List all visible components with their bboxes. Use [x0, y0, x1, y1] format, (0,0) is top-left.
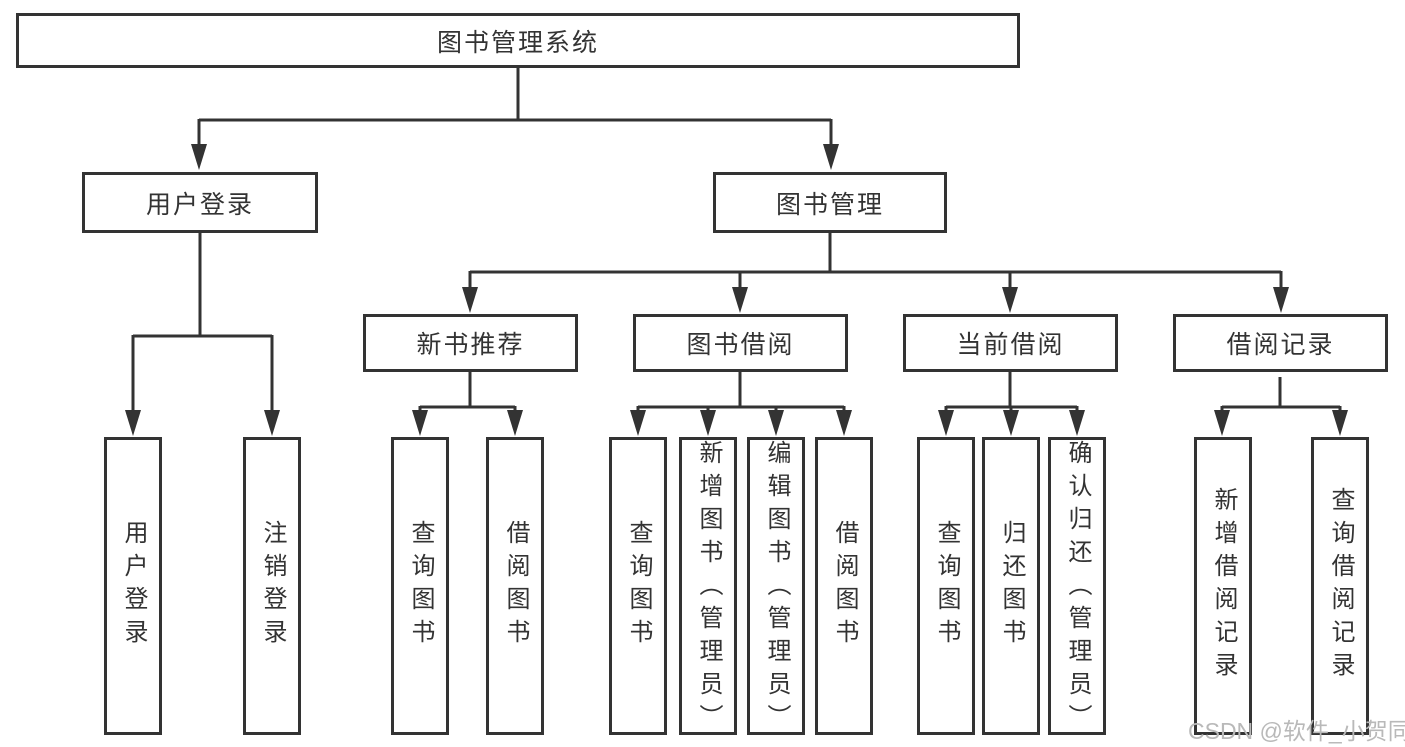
leaf-confirm-return-admin: 确认归还（管理员） — [1048, 437, 1106, 737]
leaf-edit-books-admin: 编辑图书（管理员） — [747, 437, 805, 737]
node-label: 查询图书 — [625, 520, 652, 652]
node-label: 查询图书 — [407, 520, 434, 652]
node-label: 借阅图书 — [831, 520, 858, 652]
node-book-borrowing: 图书借阅 — [633, 314, 848, 372]
leaf-user-login: 用户登录 — [104, 437, 162, 735]
leaf-query-books-borrowing: 查询图书 — [609, 437, 667, 735]
node-user-login: 用户登录 — [82, 172, 318, 233]
leaf-add-borrow-record: 新增借阅记录 — [1194, 437, 1252, 735]
node-label: 确认归还（管理员） — [1064, 440, 1091, 737]
node-label: 编辑图书（管理员） — [763, 440, 790, 737]
csdn-watermark: CSDN @软件_小贺同学 — [1188, 718, 1405, 744]
node-label: 借阅图书 — [502, 520, 529, 652]
leaf-borrow-books-recommend: 借阅图书 — [486, 437, 544, 735]
node-label: 新增图书（管理员） — [695, 440, 722, 737]
node-book-management: 图书管理 — [713, 172, 947, 233]
node-label: 查询图书 — [933, 520, 960, 652]
node-label: 注销登录 — [259, 520, 286, 652]
leaf-borrow-books: 借阅图书 — [815, 437, 873, 735]
node-label: 图书借阅 — [686, 331, 795, 359]
arrowheads — [125, 144, 1348, 436]
node-new-book-recommendation: 新书推荐 — [363, 314, 578, 372]
node-label: 用户登录 — [120, 520, 147, 652]
node-label: 新增借阅记录 — [1210, 487, 1237, 685]
node-label: 查询借阅记录 — [1327, 487, 1354, 685]
node-label: 当前借阅 — [956, 331, 1065, 359]
leaf-query-books-current: 查询图书 — [917, 437, 975, 735]
node-library-management-system: 图书管理系统 — [16, 13, 1020, 68]
node-label: 归还图书 — [998, 520, 1025, 652]
leaf-query-books-recommend: 查询图书 — [391, 437, 449, 735]
node-current-borrowing: 当前借阅 — [903, 314, 1118, 372]
leaf-add-books-admin: 新增图书（管理员） — [679, 437, 737, 737]
node-label: 借阅记录 — [1226, 331, 1335, 359]
node-label: 图书管理系统 — [436, 28, 599, 57]
leaf-logout: 注销登录 — [243, 437, 301, 735]
node-label: 用户登录 — [145, 190, 254, 219]
leaf-return-books: 归还图书 — [982, 437, 1040, 735]
node-label: 图书管理 — [775, 190, 884, 219]
node-label: 新书推荐 — [416, 331, 525, 359]
leaf-query-borrow-record: 查询借阅记录 — [1311, 437, 1369, 735]
node-borrowing-records: 借阅记录 — [1173, 314, 1388, 372]
